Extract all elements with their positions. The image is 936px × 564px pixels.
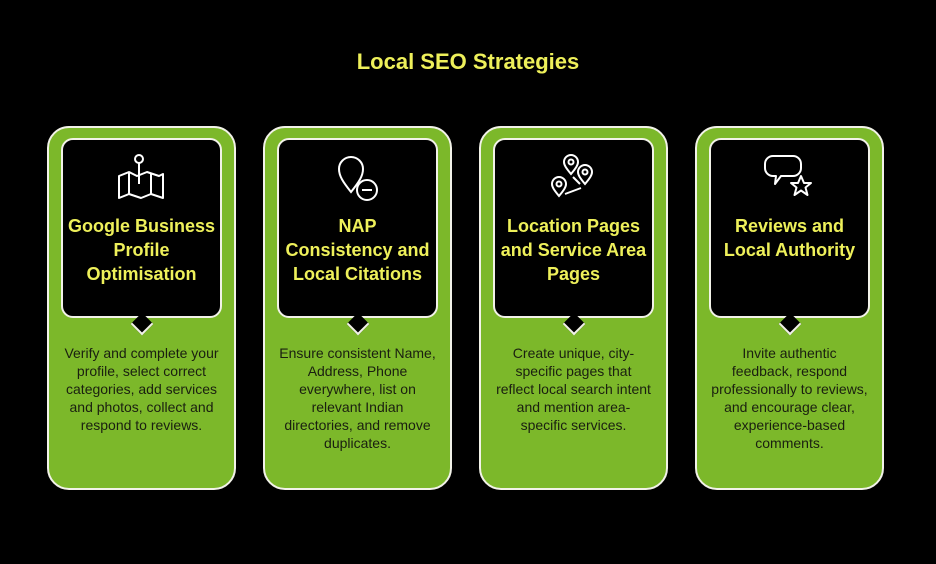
card-heading: Location Pages and Service Area Pages xyxy=(500,216,647,284)
card-description: Invite authentic feedback, respond profe… xyxy=(711,345,868,451)
card-header-box: NAP Consistency and Local Citations xyxy=(277,138,438,336)
strategy-card-google-business: Google Business Profile Optimisation Ver… xyxy=(47,126,236,490)
strategy-card-nap-consistency: NAP Consistency and Local Citations Ensu… xyxy=(263,126,452,490)
card-header-box: Reviews and Local Authority xyxy=(709,138,870,336)
speech-notch xyxy=(778,312,801,336)
card-description: Verify and complete your profile, select… xyxy=(64,345,219,433)
speech-notch xyxy=(130,312,153,336)
page-title: Local SEO Strategies xyxy=(356,49,580,74)
card-description: Ensure consistent Name, Address, Phone e… xyxy=(279,345,436,451)
map-pin-icon xyxy=(117,154,164,199)
card-header-box: Location Pages and Service Area Pages xyxy=(493,138,654,336)
card-heading: Reviews and Local Authority xyxy=(723,216,856,260)
multiple-locations-icon xyxy=(550,154,593,198)
location-minus-icon xyxy=(337,156,378,201)
strategy-card-reviews: Reviews and Local Authority Invite authe… xyxy=(695,126,884,490)
card-heading: NAP Consistency and Local Citations xyxy=(285,216,430,284)
card-description: Create unique, city-specific pages that … xyxy=(496,345,651,433)
speech-notch xyxy=(562,312,585,336)
review-star-icon xyxy=(763,155,812,196)
card-header-box: Google Business Profile Optimisation xyxy=(61,138,222,336)
card-heading: Google Business Profile Optimisation xyxy=(67,216,216,284)
strategy-card-location-pages: Location Pages and Service Area Pages Cr… xyxy=(479,126,668,490)
speech-notch xyxy=(346,312,369,336)
